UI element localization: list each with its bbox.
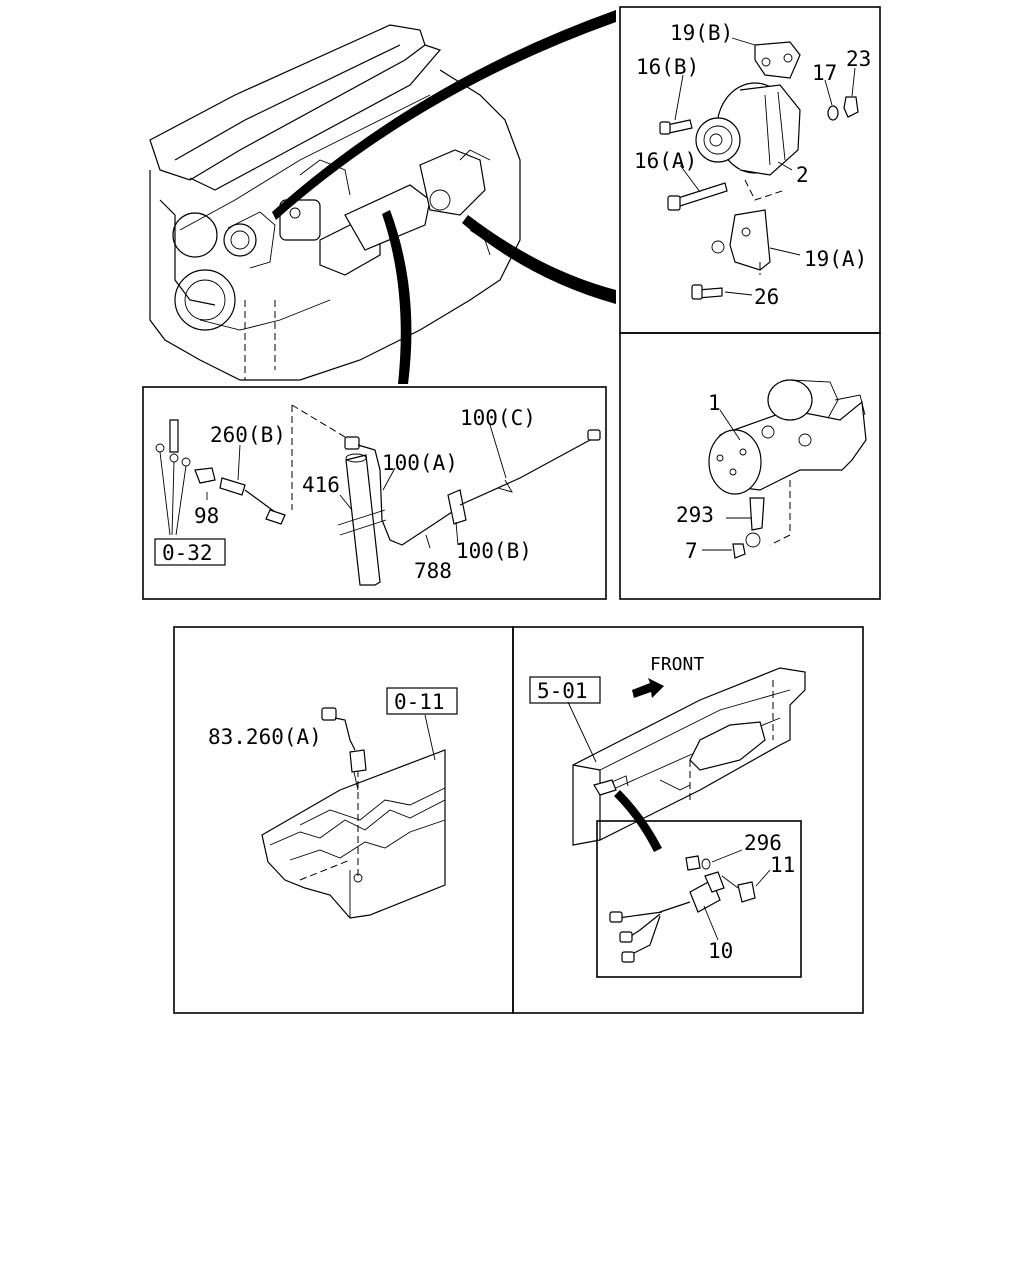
starter-panel-frame (619, 332, 881, 600)
callout-83-260a: 83.260(A) (208, 725, 322, 749)
callout-16a: 16(A) (634, 149, 697, 173)
front-arrow-icon (632, 678, 664, 698)
engine-illustration (149, 10, 616, 384)
callout-26: 26 (754, 285, 779, 309)
callout-98: 98 (194, 504, 219, 528)
frame-panel: FRONT (512, 626, 864, 1014)
callout-23: 23 (846, 47, 871, 71)
callout-416: 416 (302, 473, 340, 497)
callout-788: 788 (414, 559, 452, 583)
harness-panel: 260(B) 98 416 100(A) 100(C) 788 100(B) 0… (142, 386, 607, 600)
callout-16b: 16(B) (636, 55, 699, 79)
harness-panel-frame (142, 386, 607, 600)
ref-label-0-11: 0-11 (394, 690, 445, 714)
callout-7: 7 (685, 539, 698, 563)
ref-box-0-11 (386, 687, 458, 715)
front-label: FRONT (650, 654, 704, 675)
ref-label-0-32: 0-32 (162, 541, 213, 565)
callout-296: 296 (744, 831, 782, 855)
callout-10: 10 (708, 939, 733, 963)
ref-box-5-01 (529, 676, 601, 704)
starter-panel: 1 293 7 (619, 332, 881, 600)
ref-label-5-01: 5-01 (537, 679, 588, 703)
alternator-panel: 19(B) 16(B) 17 23 16(A) 2 19(A) 26 (619, 6, 881, 334)
callout-19a: 19(A) (804, 247, 867, 271)
callout-17: 17 (812, 61, 837, 85)
callout-1: 1 (708, 391, 721, 415)
ref-box-0-32 (154, 538, 226, 566)
frame-panel-frame (512, 626, 864, 1014)
switch-detail-frame (596, 820, 802, 978)
callout-19b: 19(B) (670, 21, 733, 45)
callout-293: 293 (676, 503, 714, 527)
cylinder-head-panel: 83.260(A) 0-11 (173, 626, 514, 1014)
callout-11: 11 (770, 853, 795, 877)
callout-100b: 100(B) (456, 539, 532, 563)
callout-100c: 100(C) (460, 406, 536, 430)
callout-2: 2 (796, 163, 809, 187)
callout-260b: 260(B) (210, 423, 286, 447)
callout-100a: 100(A) (382, 451, 458, 475)
